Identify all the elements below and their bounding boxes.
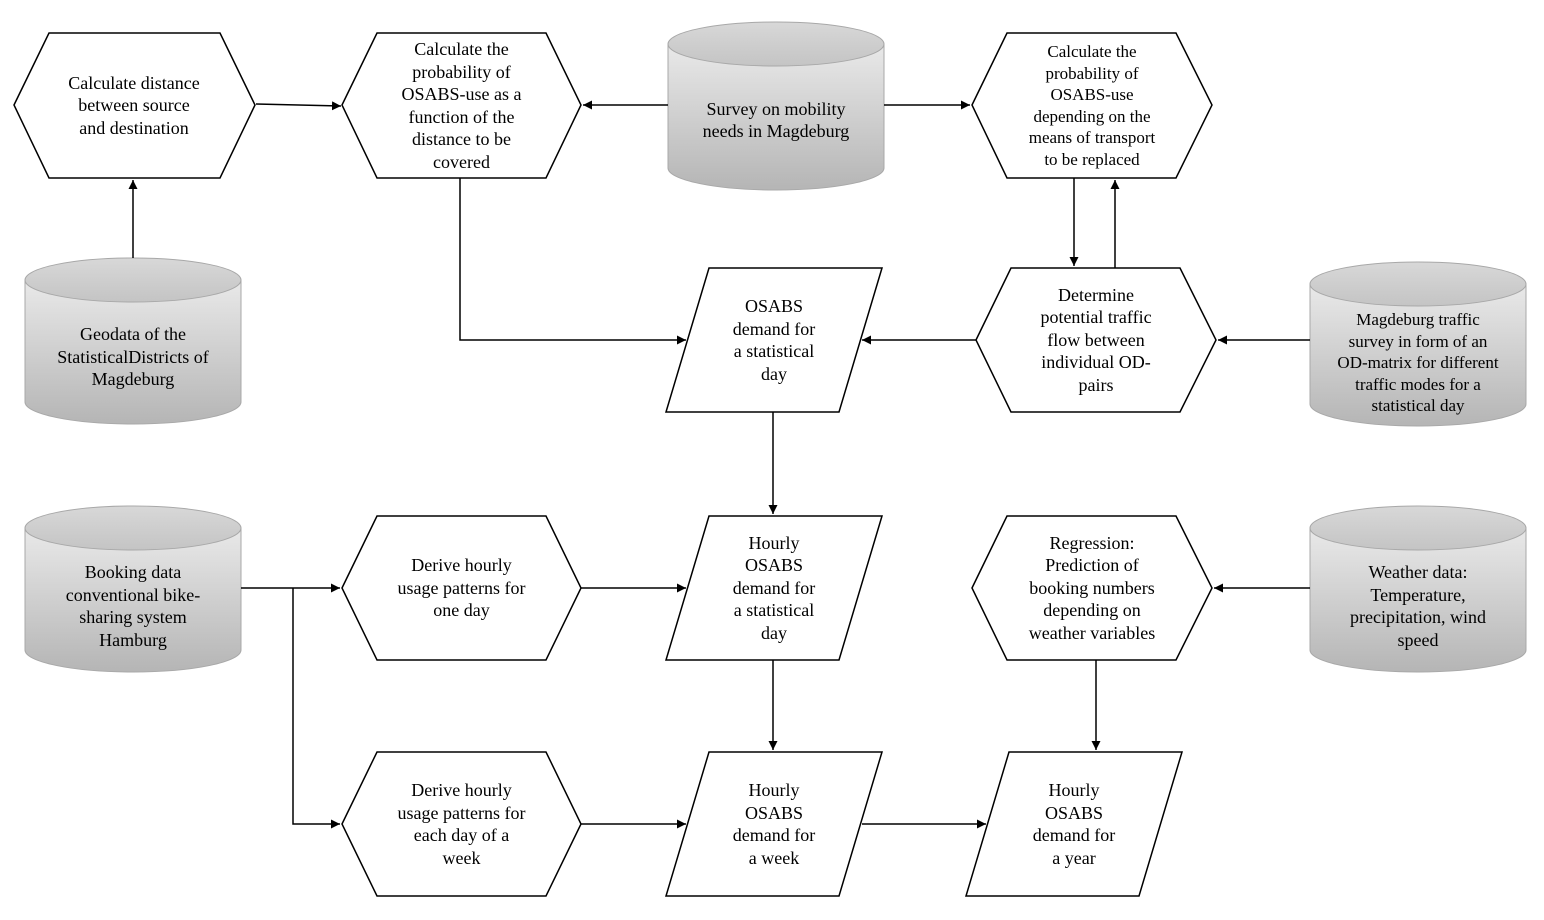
calc-prob-distance-label: Calculate the probability of OSABS-use a… — [401, 39, 522, 172]
calc-prob-transport-label: Calculate the probability of OSABS-use d… — [1028, 42, 1156, 169]
survey-mobility-database — [667, 21, 885, 191]
arrow-booking-to-derive-week — [292, 588, 340, 829]
arrow-prob-distance-to-demand — [459, 178, 686, 345]
hourly-week-parallelogram — [664, 751, 884, 897]
regression-hexagon — [971, 515, 1213, 661]
calc-prob-distance-hexagon — [341, 32, 582, 179]
hourly-year-label: Hourly OSABS demand for a year — [1032, 780, 1116, 868]
weather-data-label: Weather data: Temperature, precipitation… — [1350, 562, 1486, 650]
calc-distance-label: Calculate distance between source and de… — [68, 72, 200, 138]
regression-label: Regression: Prediction of booking number… — [1028, 532, 1156, 643]
traffic-survey-database — [1309, 261, 1527, 427]
weather-data-database — [1309, 505, 1527, 673]
calc-distance-hexagon — [13, 32, 256, 179]
hourly-year-parallelogram — [964, 751, 1184, 897]
derive-hourly-day-label: Derive hourly usage patterns for one day — [397, 555, 526, 621]
derive-hourly-week-label: Derive hourly usage patterns for each da… — [397, 780, 526, 868]
hourly-statistical-day-label: Hourly OSABS demand for a statistical da… — [732, 532, 816, 643]
determine-flow-label: Determine potential traffic flow between… — [1040, 284, 1152, 395]
arrow-distance-to-prob — [255, 101, 342, 111]
survey-mobility-label: Survey on mobility needs in Magdeburg — [702, 98, 850, 142]
demand-statistical-day-label: OSABS demand for a statistical day — [732, 296, 816, 384]
booking-data-label: Booking data conventional bike- sharing … — [65, 562, 201, 650]
traffic-survey-label: Magdeburg traffic survey in form of an O… — [1337, 310, 1499, 416]
geodata-database — [24, 257, 242, 425]
hourly-statistical-day-parallelogram — [664, 515, 884, 661]
geodata-label: Geodata of the StatisticalDistricts of M… — [57, 324, 209, 390]
booking-data-database — [24, 505, 242, 673]
demand-statistical-day-parallelogram — [664, 267, 884, 413]
calc-prob-transport-hexagon — [971, 32, 1213, 179]
hourly-week-label: Hourly OSABS demand for a week — [732, 780, 816, 868]
determine-flow-hexagon — [975, 267, 1217, 413]
